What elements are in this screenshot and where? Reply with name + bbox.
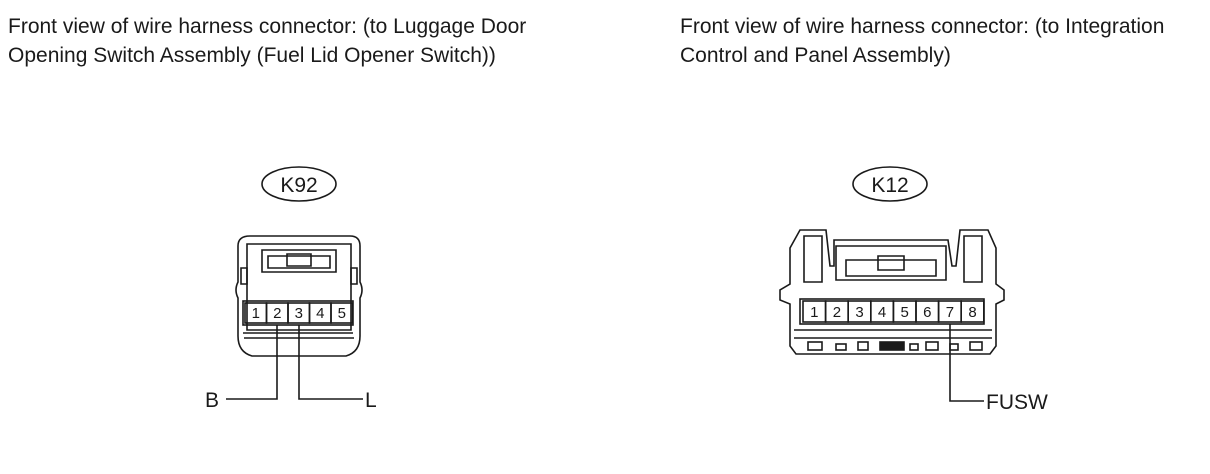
k12-bottom-tab-1 <box>807 341 823 351</box>
k12-bottom-tab-2 <box>835 343 847 351</box>
k12-pin-number-6: 6 <box>923 304 931 321</box>
k12-latch-window <box>845 259 937 277</box>
k12-pin-number-8: 8 <box>968 304 976 321</box>
k12-bottom-tab-6 <box>949 343 959 351</box>
k92-id-label: K92 <box>280 174 317 197</box>
k12-pin-number-1: 1 <box>810 304 818 321</box>
k12-tower-left <box>803 235 823 283</box>
k12-id-label: K12 <box>871 174 908 197</box>
k12-bottom-tab-7 <box>969 341 983 351</box>
k12-pin-number-7: 7 <box>946 304 954 321</box>
k92-latch-frame <box>261 249 337 273</box>
k12-bottom-tab-3 <box>857 341 869 351</box>
k12-bottom-tab-4 <box>909 343 919 351</box>
k92-pin-number-5: 5 <box>338 305 346 322</box>
k92-wire-label-l: L <box>365 389 377 412</box>
k92-pin-number-4: 4 <box>316 305 324 322</box>
k92-rib-right <box>350 267 358 285</box>
k12-tower-right <box>963 235 983 283</box>
k92-wire-label-b: B <box>205 389 219 412</box>
k12-pin-number-2: 2 <box>833 304 841 321</box>
k12-pin-cell-8 <box>960 300 985 323</box>
k12-id-ellipse <box>852 166 928 202</box>
k12-wire-fusw <box>949 324 984 402</box>
k12-pin-number-5: 5 <box>901 304 909 321</box>
k12-pin-number-3: 3 <box>855 304 863 321</box>
k12-bottom-key <box>879 341 905 351</box>
k92-latch-inner <box>267 255 331 269</box>
k92-pin-cell-5 <box>330 302 354 324</box>
k92-id-ellipse <box>261 166 337 202</box>
k12-wire-label-fusw: FUSW <box>986 391 1048 414</box>
k12-latch-tab <box>877 255 905 271</box>
k92-latch-tab <box>286 253 312 267</box>
k92-housing <box>235 235 363 357</box>
k92-pin-number-3: 3 <box>295 305 303 322</box>
k12-housing <box>779 229 1005 355</box>
k12-pin-block <box>799 298 985 325</box>
k12-pin-number-4: 4 <box>878 304 886 321</box>
k92-wire-l <box>298 325 363 400</box>
caption-right: Front view of wire harness connector: (t… <box>680 15 1165 67</box>
k92-wire-b <box>226 325 278 400</box>
k92-pin-number-2: 2 <box>273 305 281 322</box>
k12-bottom-tab-5 <box>925 341 939 351</box>
k92-rib-left <box>240 267 248 285</box>
k92-pin-number-1: 1 <box>252 305 260 322</box>
k12-latch-frame <box>835 245 947 281</box>
caption-left: Front view of wire harness connector: (t… <box>8 15 527 67</box>
